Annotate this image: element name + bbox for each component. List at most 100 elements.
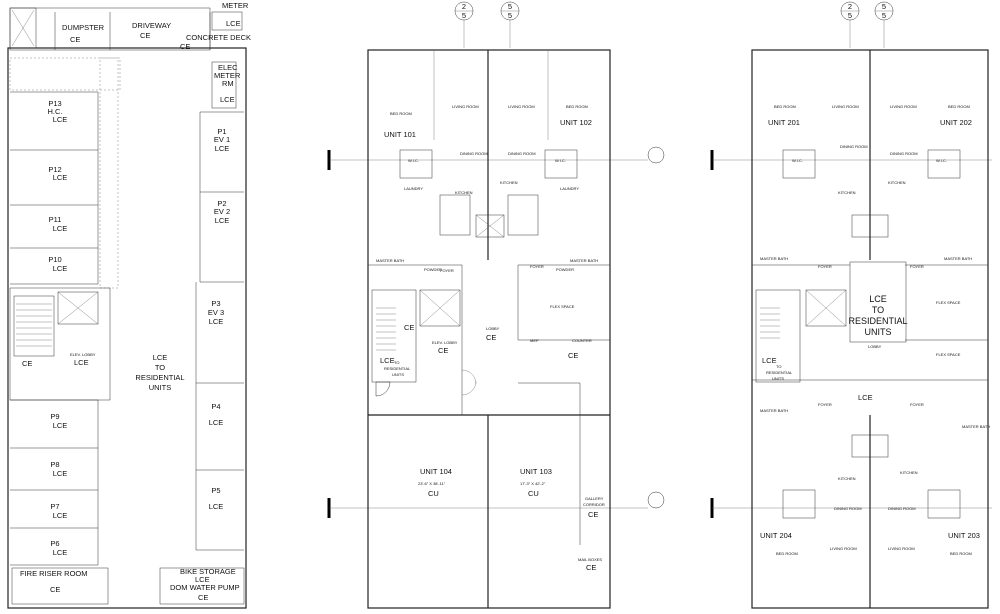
plan3-center-line3: RESIDENTIAL (848, 316, 907, 326)
room-label: FLEX SPACE (550, 304, 575, 309)
space-label: P13 (48, 99, 61, 108)
space-code: LCE (215, 216, 230, 225)
gallery-label: GALLERY (585, 496, 604, 501)
room-label: BED ROOM (566, 104, 588, 109)
space-code: LCE (53, 224, 68, 233)
space-label: P11 (49, 215, 62, 224)
counter-code: CE (568, 351, 578, 360)
room-label: FOYER (530, 264, 544, 269)
dumpster-code: CE (70, 35, 80, 44)
corridor-code: CE (588, 510, 598, 519)
space-code: LCE (53, 548, 68, 557)
fire-riser-code: CE (50, 585, 60, 594)
driveway-code: CE (140, 31, 150, 40)
mail-label: MAIL BOXES (578, 557, 602, 562)
plan3-stair-units: UNITS (772, 376, 784, 381)
counter-label: COUNTER (572, 338, 592, 343)
plan3-lobby-label: LOBBY (868, 344, 882, 349)
room-label: KITCHEN (888, 180, 906, 185)
space-sub: H.C. (48, 107, 63, 116)
grid-sub: 5 (508, 11, 512, 20)
room-label: BED ROOM (950, 551, 972, 556)
room-label: BED ROOM (776, 551, 798, 556)
elev-lobby-label: ELEV. LOBBY (432, 340, 458, 345)
space-code: LCE (53, 511, 68, 520)
stair-lce-code: LCE (380, 356, 395, 365)
dom-water-code: CE (198, 593, 208, 602)
space-code: LCE (53, 469, 68, 478)
lobby-code: CE (486, 333, 496, 342)
corridor-label: CORRIDOR (583, 502, 605, 507)
plan3-center-core (849, 261, 907, 343)
space-label: P2 (217, 199, 226, 208)
unit-label: UNIT 203 (948, 531, 980, 540)
unit-dims: 17'-3" X 42'-2" (520, 481, 546, 486)
unit-label: UNIT 102 (560, 118, 592, 127)
dumpster-icon (9, 7, 37, 49)
driveway-label: DRIVEWAY (132, 21, 171, 30)
meter-code: LCE (226, 19, 241, 28)
elec-meter-line3: RM (222, 79, 234, 88)
meter-label: METER (222, 1, 249, 10)
room-label: W.I.C. (555, 158, 566, 163)
left-space-labels: P13 H.C. LCE P12 LCE P11 LCE P10 LCE P9 … (48, 99, 68, 557)
right-space-labels: P1 EV 1 LCE P2 EV 2 LCE P3 EV 3 LCE P4 L… (208, 127, 230, 511)
room-label: MASTER BATH (760, 408, 788, 413)
stair-to: TO (394, 360, 399, 365)
room-label: BED ROOM (774, 104, 796, 109)
space-label: P8 (50, 460, 59, 469)
room-label: FOYER (440, 268, 454, 273)
elec-meter-line1: ELEC (218, 63, 238, 72)
plan1-outline (7, 47, 247, 609)
stair-units: UNITS (392, 372, 404, 377)
space-code: LCE (209, 502, 224, 511)
mep-label: MEP (530, 338, 539, 343)
unit-label: UNIT 201 (768, 118, 800, 127)
grid-sub: 5 (882, 11, 886, 20)
room-label: FOYER (818, 264, 832, 269)
room-label: BED ROOM (390, 111, 412, 116)
room-label: POWDER (556, 267, 574, 272)
elev-lobby-code: CE (438, 346, 448, 355)
space-sub: EV 2 (214, 207, 230, 216)
room-label: KITCHEN (455, 190, 473, 195)
dumpster-label: DUMPSTER (62, 23, 105, 32)
grid-number: 5 (508, 2, 512, 11)
room-label: FOYER (818, 402, 832, 407)
grid-number: 2 (462, 2, 466, 11)
unit-dims: 23'-6" X 38'-11" (418, 481, 446, 486)
plan3-center-line1: LCE (869, 294, 887, 304)
unit-code: CU (528, 489, 539, 498)
section-bubble (647, 491, 665, 509)
space-label: P5 (211, 486, 220, 495)
fire-riser-label: FIRE RISER ROOM (20, 569, 88, 578)
plan1-center-line3: RESIDENTIAL (135, 373, 184, 382)
room-label: LIVING ROOM (888, 546, 915, 551)
plan3-stair-treads (760, 307, 780, 339)
space-label: P10 (48, 255, 61, 264)
plan1-core (9, 287, 111, 401)
room-label: DINING ROOM (460, 151, 488, 156)
kitchen-island (475, 214, 505, 238)
room-label: FOYER (910, 264, 924, 269)
space-code: LCE (53, 264, 68, 273)
room-label: DINING ROOM (840, 144, 868, 149)
room-label: LIVING ROOM (452, 104, 479, 109)
plan2-stair-treads (376, 307, 396, 351)
plan-parking-level: DUMPSTER CE DRIVEWAY CE METER LCE CONCRE… (7, 1, 251, 609)
space-label: P6 (50, 539, 59, 548)
plan1-center-line2: TO (155, 363, 165, 372)
room-label: LAUNDRY (560, 186, 579, 191)
room-label: DINING ROOM (888, 506, 916, 511)
grid-number: 5 (882, 2, 886, 11)
room-label: DINING ROOM (834, 506, 862, 511)
bike-storage-code: LCE (195, 575, 210, 584)
plan3-stair-to: TO (776, 364, 781, 369)
plan3-center-line4: UNITS (865, 327, 892, 337)
unit-label: UNIT 104 (420, 467, 452, 476)
space-code: LCE (209, 317, 224, 326)
grid-sub: 5 (462, 11, 466, 20)
room-label: KITCHEN (838, 190, 856, 195)
room-label: LIVING ROOM (832, 104, 859, 109)
